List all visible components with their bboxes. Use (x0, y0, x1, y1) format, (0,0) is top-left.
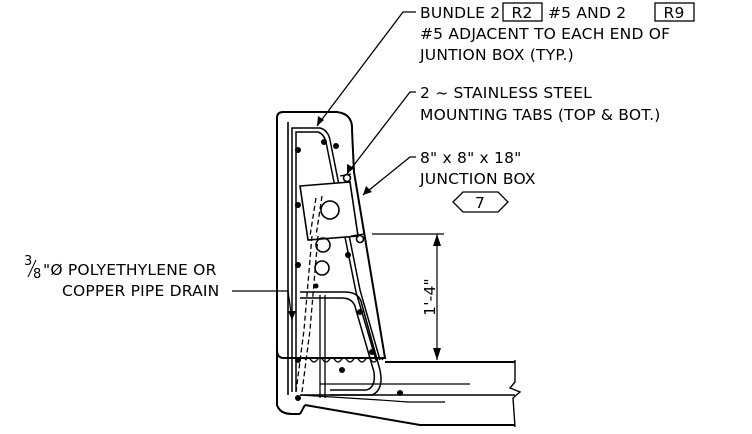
tag-r9-box (654, 2, 695, 22)
dimension-line (372, 233, 444, 360)
note-bundle-line2: #5 ADJACENT TO EACH END OF (420, 25, 670, 43)
note-junction-box: 8" x 8" x 18" JUNCTION BOX 7 (419, 149, 536, 213)
callout-hexagon (452, 191, 509, 213)
drain-fraction-denominator: 8 (33, 267, 41, 282)
rebar (291, 127, 382, 398)
note-drain: 3 8 "Ø POLYETHYLENE OR COPPER PIPE DRAIN (24, 254, 219, 300)
leader-lines (232, 11, 416, 321)
note-bundle: BUNDLE 2 R2 #5 AND 2 R9 #5 ADJACENT TO E… (419, 2, 695, 64)
note-jbox-line2: JUNCTION BOX (419, 170, 536, 188)
callout-number: 7 (475, 194, 485, 212)
tag-r2-box (502, 2, 543, 22)
note-drain-line1: "Ø POLYETHYLENE OR (43, 261, 217, 279)
tag-r9: R9 (663, 4, 684, 22)
fraction-slash (27, 259, 37, 278)
leader-arrowheads (288, 116, 372, 320)
drain-fraction-numerator: 3 (24, 254, 32, 269)
junction-box (299, 173, 365, 276)
rebar-dots (295, 139, 403, 401)
barrier-outline (276, 111, 387, 415)
dimension-arrows (433, 234, 441, 360)
note-tabs-line1: 2 ~ STAINLESS STEEL (420, 84, 592, 102)
note-bundle-line1: BUNDLE 2 (420, 4, 500, 22)
note-bundle-line3: JUNTION BOX (TYP.) (419, 46, 574, 64)
note-drain-line2: COPPER PIPE DRAIN (62, 282, 219, 300)
note-bundle-middle: #5 AND 2 (548, 4, 626, 22)
drain-pipe (295, 195, 323, 393)
deck-slab (299, 360, 522, 428)
note-tabs-line2: MOUNTING TABS (TOP & BOT.) (420, 106, 660, 124)
tag-r2: R2 (511, 4, 532, 22)
note-tabs: 2 ~ STAINLESS STEEL MOUNTING TABS (TOP &… (420, 84, 660, 124)
note-jbox-line1: 8" x 8" x 18" (420, 149, 522, 167)
dimension-label: 1'-4" (421, 278, 439, 316)
